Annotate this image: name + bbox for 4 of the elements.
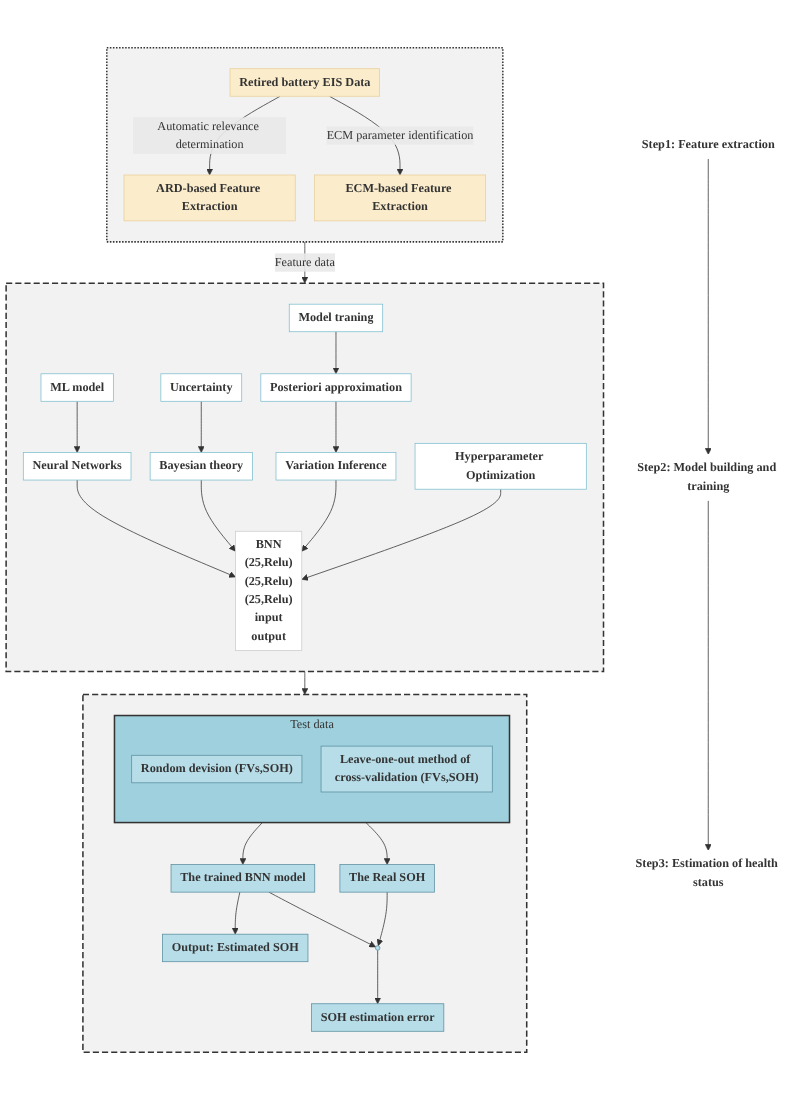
cluster: [106, 46, 504, 243]
node-circle: [375, 945, 381, 951]
cluster: [5, 282, 605, 673]
cluster: [82, 693, 528, 1054]
